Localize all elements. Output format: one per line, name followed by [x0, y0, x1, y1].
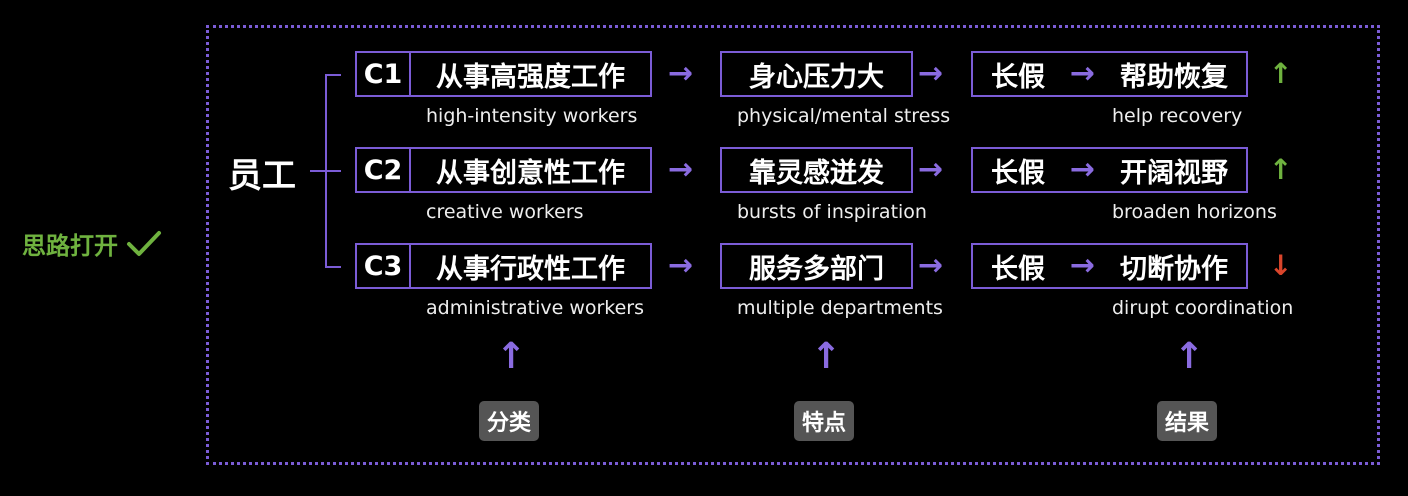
arrow-icon: →	[918, 152, 944, 187]
category-subtitle: administrative workers	[426, 297, 645, 319]
category-label: 从事创意性工作	[436, 157, 625, 189]
up-arrow-icon: ↑	[496, 336, 527, 377]
column-label: 结果	[1157, 401, 1218, 441]
bracket-stub	[310, 170, 326, 172]
result-label: 帮助恢复	[1119, 61, 1228, 93]
category-code: C3	[357, 245, 411, 287]
arrow-icon: →	[1069, 152, 1096, 187]
category-box: C1 从事高强度工作	[355, 51, 652, 97]
category-code: C2	[357, 149, 411, 191]
result-label: 开阔视野	[1119, 157, 1228, 189]
diagram-frame	[206, 25, 1380, 465]
arrow-icon: →	[668, 152, 694, 187]
up-arrow-icon: ↑	[1174, 336, 1205, 377]
category-code: C1	[357, 53, 411, 95]
column-label: 分类	[479, 401, 540, 441]
arrow-icon: →	[668, 56, 694, 91]
result-box: 长假 → 帮助恢复	[971, 51, 1248, 97]
category-label: 从事高强度工作	[436, 61, 625, 93]
bracket-branch	[325, 74, 341, 76]
arrow-icon: →	[918, 56, 944, 91]
arrow-icon: →	[918, 248, 944, 283]
trait-subtitle: multiple departments	[737, 297, 943, 319]
trait-subtitle: bursts of inspiration	[737, 201, 927, 223]
cause-label: 长假	[991, 253, 1045, 285]
result-box: 长假 → 开阔视野	[971, 147, 1248, 193]
trait-box: 身心压力大	[720, 51, 913, 97]
result-subtitle: broaden horizons	[1112, 201, 1277, 223]
up-arrow-icon: ↑	[811, 336, 842, 377]
trait-label: 身心压力大	[749, 61, 884, 93]
bracket-branch	[325, 170, 341, 172]
category-subtitle: high-intensity workers	[426, 105, 638, 127]
column-label: 特点	[794, 401, 855, 441]
category-box: C3 从事行政性工作	[355, 243, 652, 289]
result-label: 切断协作	[1119, 253, 1228, 285]
category-box: C2 从事创意性工作	[355, 147, 652, 193]
arrow-icon: →	[1069, 56, 1096, 91]
verdict-text: 思路打开	[22, 232, 118, 260]
trait-box: 靠灵感迸发	[720, 147, 913, 193]
verdict: 思路打开	[22, 226, 162, 261]
trend-arrow-icon: ↑	[1269, 153, 1293, 186]
trend-arrow-icon: ↓	[1269, 249, 1293, 282]
check-icon	[127, 230, 161, 256]
cause-label: 长假	[991, 157, 1045, 189]
trait-box: 服务多部门	[720, 243, 913, 289]
arrow-icon: →	[668, 248, 694, 283]
category-subtitle: creative workers	[426, 201, 584, 223]
category-label: 从事行政性工作	[436, 253, 625, 285]
trend-arrow-icon: ↑	[1269, 57, 1293, 90]
root-label: 员工	[228, 156, 296, 196]
result-subtitle: help recovery	[1112, 105, 1243, 127]
result-subtitle: dirupt coordination	[1112, 297, 1294, 319]
trait-label: 服务多部门	[749, 253, 884, 285]
bracket-branch	[325, 266, 341, 268]
trait-subtitle: physical/mental stress	[737, 105, 951, 127]
trait-label: 靠灵感迸发	[749, 157, 884, 189]
result-box: 长假 → 切断协作	[971, 243, 1248, 289]
arrow-icon: →	[1069, 248, 1096, 283]
cause-label: 长假	[991, 61, 1045, 93]
